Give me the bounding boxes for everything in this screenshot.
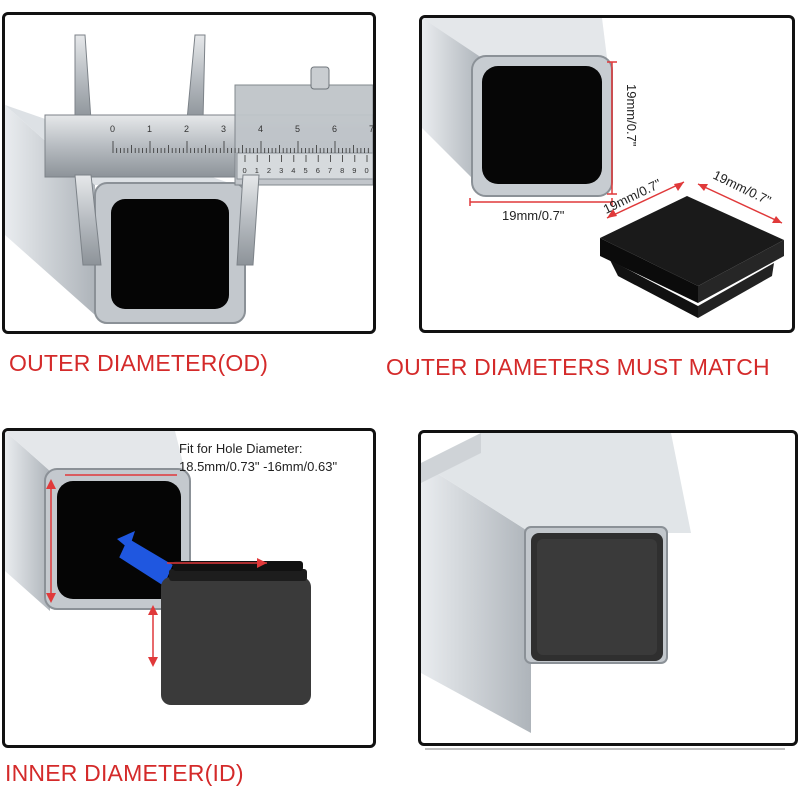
vernier-label: 0 xyxy=(243,166,247,175)
vernier-label: 7 xyxy=(328,166,332,175)
panel-outer-match: 19mm/0.7" 19mm/0.7" 19mm/0.7" 19mm/0.7" xyxy=(419,15,795,333)
tube-opening xyxy=(111,199,229,309)
inner-illustration: Fit for Hole Diameter: 18.5mm/0.73" -16m… xyxy=(5,431,337,705)
main-scale-label: 7 xyxy=(369,124,373,134)
vernier-label: 5 xyxy=(304,166,308,175)
cap-width-label-right: 19mm/0.7" xyxy=(711,167,774,208)
end-cap-top xyxy=(600,196,784,286)
main-scale-label: 6 xyxy=(332,124,337,134)
match-illustration: 19mm/0.7" 19mm/0.7" 19mm/0.7" 19mm/0.7" xyxy=(422,18,784,318)
main-scale-label: 5 xyxy=(295,124,300,134)
vernier-label: 8 xyxy=(340,166,344,175)
caption-outer-diameters-match: OUTER DIAMETERS MUST MATCH xyxy=(386,354,770,380)
caliper-thumb-screw xyxy=(310,66,330,90)
fit-label-line2: 18.5mm/0.73" -16mm/0.63" xyxy=(179,459,337,474)
panel-inner-diameter: Fit for Hole Diameter: 18.5mm/0.73" -16m… xyxy=(2,428,376,748)
vernier-label: 6 xyxy=(316,166,320,175)
panel-installed-cap xyxy=(418,430,798,746)
tube-side xyxy=(5,105,95,315)
vernier-label: 1 xyxy=(255,166,259,175)
vernier-label: 3 xyxy=(279,166,283,175)
tube-opening xyxy=(482,66,602,184)
main-scale-label: 3 xyxy=(221,124,226,134)
caption-outer-diameter: OUTER DIAMETER(OD) xyxy=(9,350,269,376)
end-cap xyxy=(161,577,311,705)
tube-width-label: 19mm/0.7" xyxy=(502,208,565,223)
tube-height-label: 19mm/0.7" xyxy=(624,84,639,147)
vernier-label: 4 xyxy=(291,166,295,175)
main-scale-label: 2 xyxy=(184,124,189,134)
main-scale-label: 0 xyxy=(110,124,115,134)
caliper-main-scale: 0 1 2 3 4 5 6 7 xyxy=(110,124,373,153)
installed-illustration xyxy=(421,433,691,733)
caption-inner-diameter: INNER DIAMETER(ID) xyxy=(5,760,244,786)
vernier-label: 0 xyxy=(365,166,369,175)
fit-label-line1: Fit for Hole Diameter: xyxy=(179,441,303,456)
vernier-label: 9 xyxy=(352,166,356,175)
main-scale-label: 1 xyxy=(147,124,152,134)
main-scale-label: 4 xyxy=(258,124,263,134)
vernier-label: 2 xyxy=(267,166,271,175)
panel-shadow-line xyxy=(425,748,785,750)
